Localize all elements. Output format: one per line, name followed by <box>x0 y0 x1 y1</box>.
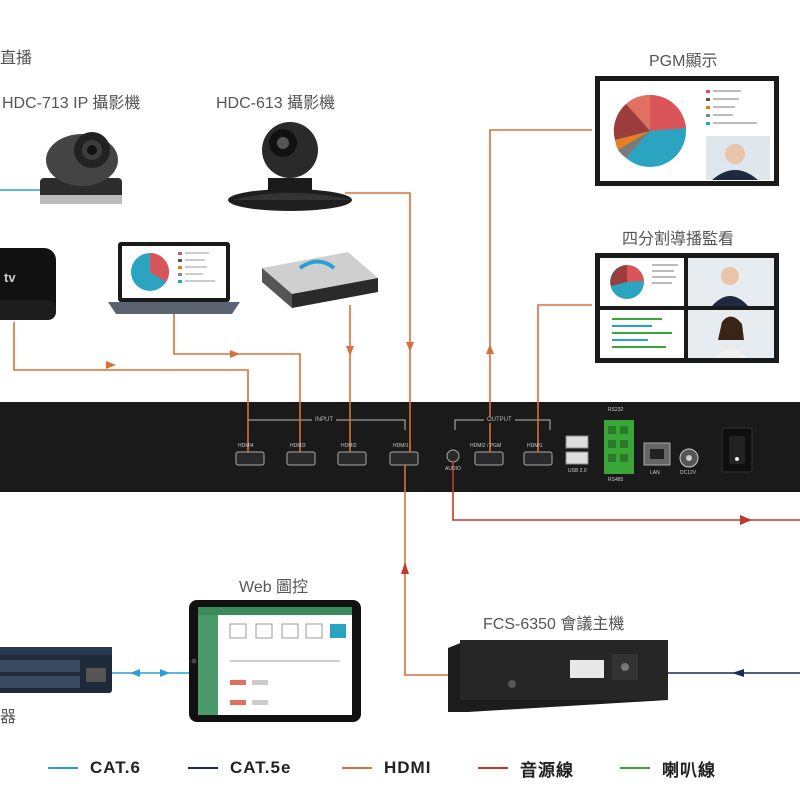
fcs6350-unit <box>448 640 668 712</box>
label-quad: 四分割導播監看 <box>622 231 735 248</box>
hdmi-cable-hdc613 <box>345 192 411 452</box>
media-player <box>262 252 378 308</box>
legend-item-cat5e: CAT.5e <box>188 756 291 780</box>
pgm-monitor <box>595 76 779 186</box>
usb-ports <box>565 435 589 465</box>
label-switch: 器 <box>0 709 17 726</box>
port-label-hdmi1: HDMI1 <box>393 443 409 449</box>
power-switch <box>721 427 753 473</box>
label-live: 直播 <box>0 50 33 67</box>
port-label-dc: DC12V <box>680 470 697 476</box>
port-label-rs232: RS232 <box>608 407 624 413</box>
legend-swatch-cat5e <box>188 767 218 769</box>
port-label-pgm: HDMI2 / PGM <box>470 443 502 449</box>
port-label-audio: AUDIO <box>445 466 461 472</box>
legend-item-cat6: CAT.6 <box>48 756 141 780</box>
legend-swatch-audio <box>478 767 508 769</box>
device-output-title: OUTPUT <box>484 417 515 423</box>
label-hdc713: HDC-713 IP 攝影機 <box>2 95 141 112</box>
quad-monitor <box>595 253 779 363</box>
legend-swatch-hdmi <box>342 767 372 769</box>
port-label-hdmi2: HDMI2 <box>341 443 357 449</box>
hdmi-cable-appletv <box>13 322 249 452</box>
label-pgm: PGM顯示 <box>649 53 718 70</box>
surface-laptop <box>108 242 240 314</box>
port-label-mv: HDMI1 <box>527 443 543 449</box>
port-label-hdmi4: HDMI4 <box>238 443 254 449</box>
hdmi-cable-fcs <box>404 465 449 676</box>
legend-label-audio: 音源線 <box>520 760 574 780</box>
port-label-rs485: RS485 <box>608 477 624 483</box>
legend-label-cat6: CAT.6 <box>90 758 141 777</box>
hdmi-port-in-1 <box>389 451 419 466</box>
legend-swatch-cat6 <box>48 767 78 769</box>
label-hdc613: HDC-613 攝影機 <box>216 95 336 112</box>
hdmi-port-out-pgm <box>474 451 504 466</box>
apple-tv-logo: tv <box>4 270 16 285</box>
port-label-lan: LAN <box>650 470 660 476</box>
hdmi-port-in-4 <box>235 451 265 466</box>
legend-label-speaker: 喇叭線 <box>662 760 716 780</box>
web-tablet <box>189 600 361 722</box>
hdmi-port-out-mv <box>523 451 553 466</box>
hdmi-cable-multiview <box>537 304 592 452</box>
legend-label-hdmi: HDMI <box>384 758 432 777</box>
legend-label-cat5e: CAT.5e <box>230 758 292 777</box>
audio-cable <box>452 462 800 521</box>
legend-item-audio: 音源線 <box>478 756 574 780</box>
label-fcs: FCS-6350 會議主機 <box>483 616 625 633</box>
legend: CAT.6 CAT.5e HDMI 音源線 喇叭線 <box>0 756 800 780</box>
legend-item-speaker: 喇叭線 <box>620 756 716 780</box>
hdmi-port-in-2 <box>337 451 367 466</box>
lan-port <box>643 442 671 466</box>
audio-jack <box>446 449 460 463</box>
hdc713-camera <box>40 132 122 204</box>
hdc613-camera <box>228 122 352 211</box>
label-web: Web 圖控 <box>239 579 309 596</box>
port-label-hdmi3: HDMI3 <box>290 443 306 449</box>
legend-item-hdmi: HDMI <box>342 756 431 780</box>
network-switch <box>0 647 112 693</box>
hdmi-port-in-3 <box>286 451 316 466</box>
port-label-usb: USB 2.0 <box>568 468 587 474</box>
rs-terminal <box>604 420 634 474</box>
legend-swatch-speaker <box>620 767 650 769</box>
apple-tv <box>0 248 56 320</box>
device-input-title: INPUT <box>312 417 336 423</box>
